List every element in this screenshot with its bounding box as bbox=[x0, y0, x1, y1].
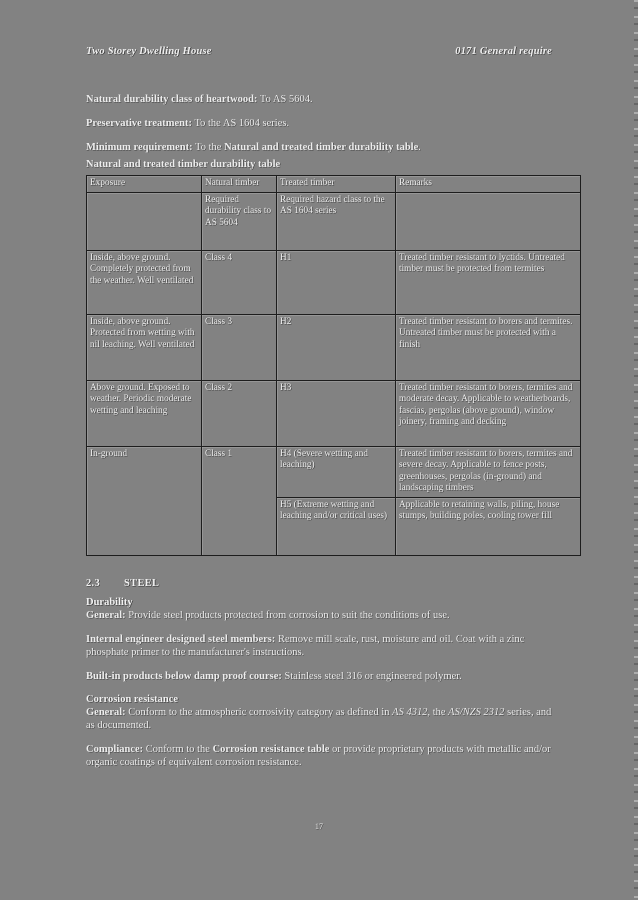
cell-treated-timber: H3 bbox=[276, 380, 396, 448]
paragraph-preservative-treatment: Preservative treatment: To the AS 1604 s… bbox=[86, 117, 552, 130]
cell-exposure: Inside, above ground. Completely protect… bbox=[86, 250, 202, 316]
paragraph-minimum-requirement: Minimum requirement: To the Natural and … bbox=[86, 141, 552, 154]
cell-remarks: Treated timber resistant to borers, term… bbox=[395, 446, 581, 499]
label-minimum-requirement: Minimum requirement: bbox=[86, 142, 193, 153]
cell-natural-timber: Class 3 bbox=[201, 314, 277, 382]
table-caption: Natural and treated timber durability ta… bbox=[86, 159, 281, 170]
cell-remarks: Applicable to retaining walls, piling, h… bbox=[395, 497, 581, 557]
table-row: In-ground Class 1 H4 (Severe wetting and… bbox=[86, 446, 581, 557]
reference-corrosion-resistance-table: Corrosion resistance table bbox=[212, 744, 330, 756]
header-cell-treated-timber: Treated timber bbox=[276, 174, 396, 194]
paragraph-compliance: Compliance: Conform to the Corrosion res… bbox=[86, 743, 552, 769]
cell-exposure: Above ground. Exposed to weather. Period… bbox=[86, 380, 202, 448]
table-row: Above ground. Exposed to weather. Period… bbox=[86, 380, 581, 448]
text-steel-general: Provide steel products protected from co… bbox=[125, 610, 450, 622]
subheader-cell-treated-timber: Required hazard class to the AS 1604 ser… bbox=[276, 192, 396, 252]
cell-natural-timber: Class 1 bbox=[201, 446, 277, 557]
paragraph-internal-members: Internal engineer designed steel members… bbox=[86, 633, 552, 659]
text-corrosion-mid: , the bbox=[427, 707, 449, 719]
page-content: Two Storey Dwelling House 0171 General r… bbox=[86, 46, 581, 780]
scan-edge-artifact bbox=[634, 0, 638, 900]
text-builtin-products: Stainless steel 316 or engineered polyme… bbox=[281, 671, 462, 683]
section-title: STEEL bbox=[124, 578, 160, 590]
label-corrosion-general: General: bbox=[86, 707, 126, 719]
table-row: Inside, above ground. Protected from wet… bbox=[86, 314, 581, 382]
footer-page-number: 17 bbox=[315, 822, 323, 831]
reference-as-4312: AS 4312 bbox=[392, 707, 428, 719]
subheading-corrosion-resistance: Corrosion resistance bbox=[86, 694, 179, 706]
cell-exposure: In-ground bbox=[86, 446, 202, 557]
label-preservative-treatment: Preservative treatment: bbox=[86, 118, 193, 129]
paragraph-corrosion-general: General: Conform to the atmospheric corr… bbox=[86, 706, 552, 732]
label-natural-durability: Natural durability class of heartwood: bbox=[86, 94, 258, 105]
cell-natural-timber: Class 2 bbox=[201, 380, 277, 448]
table-row: Inside, above ground. Completely protect… bbox=[86, 250, 581, 316]
cell-treated-timber: H4 (Severe wetting and leaching) bbox=[276, 446, 396, 499]
text-corrosion-general-end: series, and as documented. bbox=[86, 707, 552, 732]
header-section-reference: 0171 General require bbox=[455, 46, 552, 57]
subheader-cell-natural-timber: Required durability class to AS 5604 bbox=[201, 192, 277, 252]
table-subheader-row: Required durability class to AS 5604 Req… bbox=[86, 192, 581, 252]
text-minimum-requirement-end: . bbox=[418, 142, 421, 153]
natural-treated-timber-durability-table: Exposure Natural timber Treated timber R… bbox=[86, 174, 581, 557]
label-steel-general: General: bbox=[86, 610, 126, 622]
section-heading-steel: 2.3 STEEL bbox=[86, 578, 552, 589]
subheading-durability: Durability bbox=[86, 597, 133, 609]
cell-natural-timber: Class 4 bbox=[201, 250, 277, 316]
cell-treated-timber: H1 bbox=[276, 250, 396, 316]
subheader-cell-remarks bbox=[395, 192, 581, 252]
header-cell-remarks: Remarks bbox=[395, 174, 581, 194]
text-natural-durability: To AS 5604. bbox=[257, 94, 313, 105]
paragraph-steel-general: General: Provide steel products protecte… bbox=[86, 609, 552, 622]
label-builtin-products: Built-in products below damp proof cours… bbox=[86, 671, 282, 683]
label-internal-members: Internal engineer designed steel members… bbox=[86, 634, 276, 646]
cell-remarks: Treated timber resistant to lyctids. Unt… bbox=[395, 250, 581, 316]
cell-remarks: Treated timber resistant to borers, term… bbox=[395, 380, 581, 448]
reference-durability-table: Natural and treated timber durability ta… bbox=[224, 142, 419, 153]
running-header: Two Storey Dwelling House 0171 General r… bbox=[86, 46, 552, 57]
header-cell-exposure: Exposure bbox=[86, 174, 202, 194]
cell-exposure: Inside, above ground. Protected from wet… bbox=[86, 314, 202, 382]
text-corrosion-general: Conform to the atmospheric corrosivity c… bbox=[125, 707, 393, 719]
paragraph-builtin-products: Built-in products below damp proof cours… bbox=[86, 670, 552, 683]
cell-treated-timber: H2 bbox=[276, 314, 396, 382]
cell-remarks: Treated timber resistant to borers and t… bbox=[395, 314, 581, 382]
reference-as-nzs-2312: AS/NZS 2312 bbox=[448, 707, 505, 719]
text-preservative-treatment: To the AS 1604 series. bbox=[192, 118, 290, 129]
text-compliance: Conform to the bbox=[143, 744, 213, 756]
header-document-title: Two Storey Dwelling House bbox=[86, 46, 212, 57]
subheader-cell-exposure bbox=[86, 192, 202, 252]
text-internal-members: Remove mill scale, rust, moisture and oi… bbox=[86, 634, 525, 659]
table-row: H5 (Extreme wetting and leaching and/or … bbox=[87, 497, 581, 557]
text-minimum-requirement: To the bbox=[192, 142, 225, 153]
text-compliance-end: or provide proprietary products with met… bbox=[86, 744, 551, 769]
paragraph-natural-durability: Natural durability class of heartwood: T… bbox=[86, 93, 552, 106]
table-header-row: Exposure Natural timber Treated timber R… bbox=[86, 174, 581, 194]
cell-treated-timber: H5 (Extreme wetting and leaching and/or … bbox=[276, 497, 396, 557]
header-cell-natural-timber: Natural timber bbox=[201, 174, 277, 194]
section-number: 2.3 bbox=[86, 578, 101, 590]
label-compliance: Compliance: bbox=[86, 744, 144, 756]
